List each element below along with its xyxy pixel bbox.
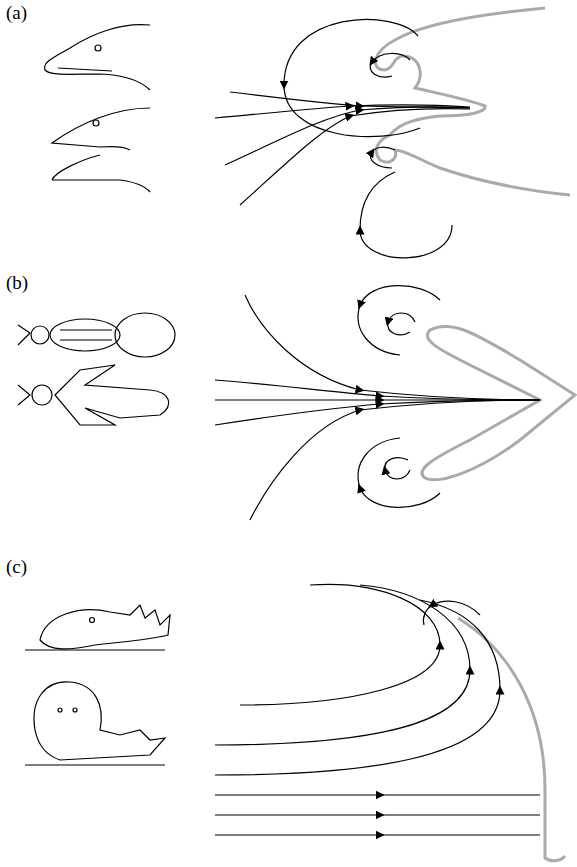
skate-sketch	[34, 682, 165, 760]
panel-label: (c)	[6, 556, 27, 577]
streamline	[225, 107, 470, 165]
panel-label: (a)	[6, 2, 27, 23]
streamline	[284, 19, 420, 136]
streamline	[245, 295, 540, 400]
streamline	[215, 380, 540, 400]
insect-sketch	[18, 313, 175, 425]
streamline	[370, 147, 395, 168]
dolphin-sketch	[95, 45, 101, 51]
body-outline	[458, 618, 565, 861]
streamline	[215, 585, 470, 745]
streamline	[240, 584, 440, 705]
dolphin-sketch	[93, 120, 99, 126]
dolphin-sketch	[58, 68, 112, 71]
skate-sketch	[73, 708, 77, 712]
dolphin-sketch	[52, 108, 150, 150]
insect-sketch	[32, 385, 52, 405]
panel-label-box: (a)	[6, 2, 27, 24]
dolphin-sketch	[45, 25, 150, 90]
streamline	[370, 53, 410, 77]
body-outline	[458, 618, 565, 861]
streamline	[215, 584, 540, 835]
streamline	[250, 400, 540, 520]
skate-sketch	[90, 618, 95, 623]
dolphin-sketch	[52, 155, 100, 180]
mouth-outline	[375, 8, 570, 195]
streamline	[215, 814, 540, 815]
streamline	[215, 600, 500, 775]
insect-sketch	[115, 313, 175, 357]
panel-label-box: (b)	[6, 272, 28, 294]
insect-sketch	[18, 325, 30, 345]
streamline	[215, 834, 540, 835]
skate-sketch	[25, 605, 170, 765]
streamline	[360, 172, 452, 258]
skate-sketch	[25, 649, 165, 650]
panel-label-box: (c)	[6, 556, 27, 578]
skate-sketch	[40, 605, 170, 649]
streamline	[215, 400, 540, 425]
panel-label: (b)	[6, 272, 28, 293]
streamline	[230, 92, 470, 108]
streamline	[215, 286, 540, 520]
dolphin-sketch	[45, 25, 150, 192]
streamline	[388, 313, 415, 335]
streamline	[358, 438, 440, 507]
skate-sketch	[25, 764, 165, 765]
streamline	[385, 458, 410, 479]
insect-sketch	[31, 326, 49, 344]
streamline	[215, 19, 470, 257]
streamline	[358, 286, 440, 355]
insect-sketch	[60, 330, 112, 340]
skate-sketch	[58, 708, 62, 712]
dolphin-sketch	[52, 180, 150, 192]
streamline	[215, 794, 540, 795]
insect-sketch	[50, 319, 120, 351]
streamline	[240, 109, 470, 205]
insect-sketch	[55, 365, 169, 425]
mouth-outline	[375, 8, 570, 195]
streamline	[423, 601, 480, 625]
insect-sketch	[18, 385, 30, 405]
